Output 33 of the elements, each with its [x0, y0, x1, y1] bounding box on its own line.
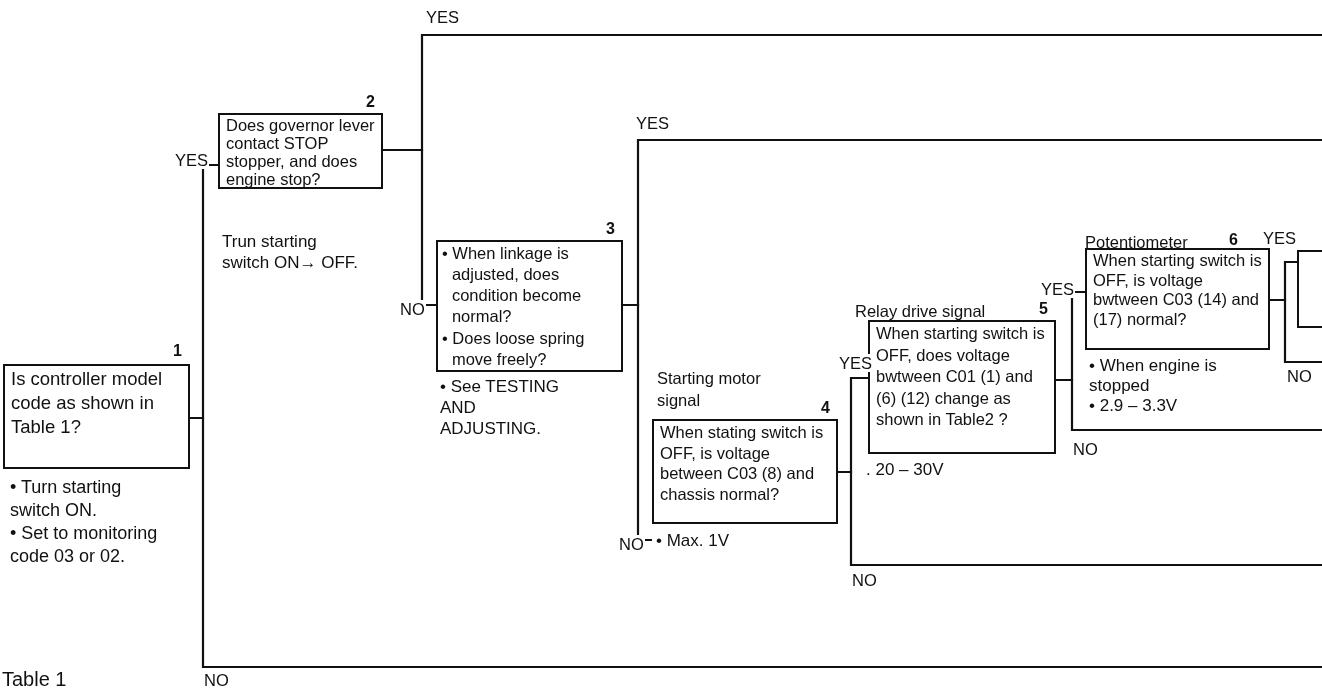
condition-note: • See TESTING AND ADJUSTING. [440, 376, 560, 439]
table-caption: Table 1 [2, 668, 67, 691]
question-text: When stating switch is OFF, is voltage between C03 (8) and chassis normal? [659, 422, 825, 505]
branch-line [383, 148, 436, 307]
branch-line [1270, 298, 1322, 364]
step-number: 6 [1229, 231, 1238, 249]
question-text: When starting switch is OFF, does voltage bwtween C01 (1) and (6) (12) change as shown in Table2 ? [875, 323, 1046, 430]
condition-note: . 20 – 30V [866, 460, 945, 480]
step-number: 2 [366, 93, 375, 111]
question-text: Does governor lever contact STOP stopper, and does engine stop? [225, 115, 376, 189]
branch-line [1056, 378, 1322, 432]
step-number: 4 [821, 399, 830, 417]
signal-heading: Potentiometer [1085, 232, 1189, 253]
step-number: 1 [173, 342, 182, 360]
condition-note: • Set to monitoring code 03 or 02. [10, 522, 159, 568]
empty-box [1297, 250, 1322, 328]
question-text: When starting switch is OFF, is voltage bwtween C03 (14) and (17) normal? [1092, 250, 1263, 330]
condition-note: Trun starting switch ON→ OFF. [222, 231, 359, 273]
edge-label: YES [174, 151, 210, 170]
edge-label: YES [1040, 280, 1076, 299]
condition-note: • Max. 1V [656, 531, 731, 551]
step-number: 5 [1039, 300, 1048, 318]
question-text: Is controller model code as shown in Table 1? [10, 367, 164, 439]
signal-heading: Starting motor signal [657, 368, 762, 411]
signal-heading: Relay drive signal [855, 301, 987, 322]
branch-line [623, 303, 652, 542]
question-text: • When linkage is adjusted, does condition become normal? [441, 243, 583, 327]
edge-label: YES [838, 354, 874, 373]
step-number: 3 [606, 220, 615, 238]
condition-note: • When engine is stopped [1089, 356, 1218, 396]
question-text: • Does loose spring move freely? [441, 328, 586, 370]
condition-note: • 2.9 – 3.3V [1089, 396, 1179, 416]
condition-note: • Turn starting switch ON. [10, 476, 123, 522]
